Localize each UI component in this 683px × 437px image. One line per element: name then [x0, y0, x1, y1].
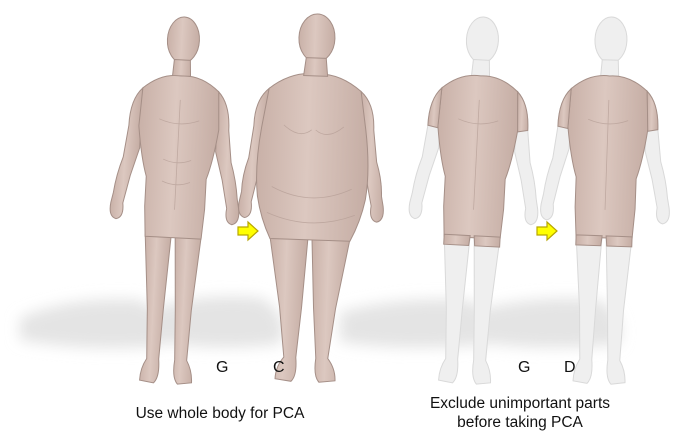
- caption-left: Use whole body for PCA: [120, 404, 320, 423]
- caption-right-line1: Exclude unimportant parts: [410, 394, 630, 413]
- figure-label-d: D: [564, 359, 576, 377]
- right-arrow-icon: [238, 222, 258, 240]
- figure-label-g-right: G: [518, 359, 530, 377]
- caption-right-line2: before taking PCA: [410, 413, 630, 432]
- figure-label-c: C: [273, 359, 285, 377]
- figure-label-g-left: G: [216, 359, 228, 377]
- right-arrow-icon: [537, 222, 557, 240]
